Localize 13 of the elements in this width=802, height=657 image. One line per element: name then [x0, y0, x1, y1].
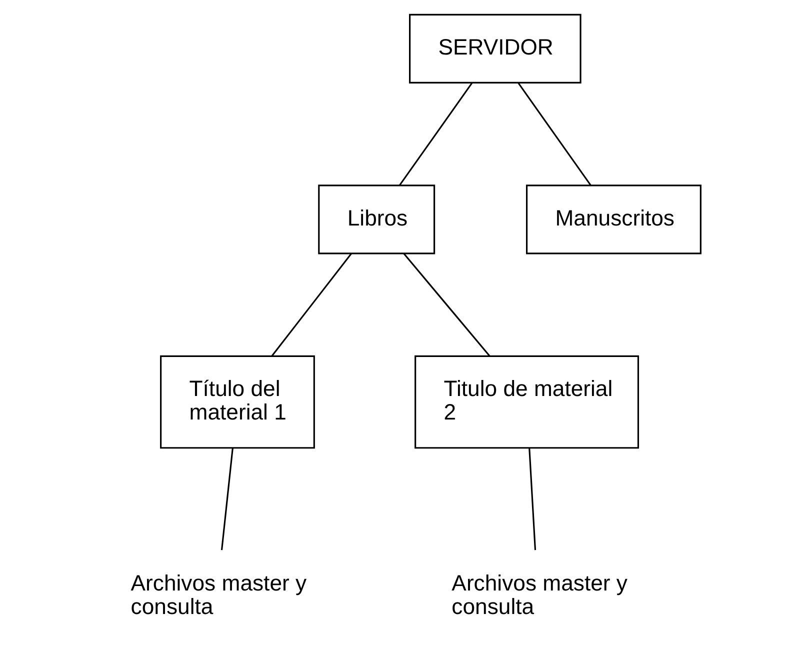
connector [402, 252, 490, 357]
node-box: Titulo de material 2 [414, 355, 639, 449]
node-box: Manuscritos [526, 184, 701, 254]
connector [398, 82, 472, 186]
connector [517, 82, 591, 186]
connector [270, 253, 352, 356]
node-box: Título del material 1 [160, 355, 314, 449]
node-text: Archivos master y consulta [130, 570, 306, 620]
node-box: SERVIDOR [408, 14, 581, 84]
connector [528, 448, 536, 550]
node-text: Archivos master y consulta [451, 570, 628, 620]
node-box: Libros [318, 184, 435, 254]
connector [220, 448, 233, 550]
